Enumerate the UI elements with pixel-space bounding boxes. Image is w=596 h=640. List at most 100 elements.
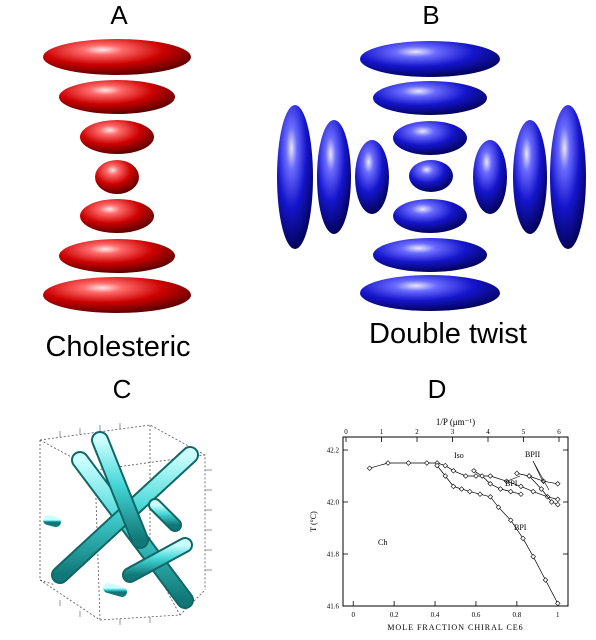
y-axis-label: T (°C) xyxy=(309,511,318,532)
cholesteric-ellipsoid xyxy=(80,199,154,233)
double-twist-cross xyxy=(277,41,586,311)
x2-tick-label: 0 xyxy=(344,428,348,436)
data-point xyxy=(385,460,391,466)
y-tick-label: 42.2 xyxy=(327,447,340,455)
x-tick-label: 0.6 xyxy=(472,611,481,619)
data-point xyxy=(555,600,561,607)
tube xyxy=(43,515,61,527)
double-twist-ellipsoid xyxy=(550,105,586,249)
data-point xyxy=(458,486,465,492)
data-point xyxy=(434,462,440,469)
blue-phase-lattice xyxy=(39,423,212,625)
region-label: BPII xyxy=(525,450,540,459)
data-point xyxy=(520,535,526,542)
y-tick-label: 42.0 xyxy=(327,499,340,507)
region-label: BPI xyxy=(505,479,518,488)
data-point xyxy=(548,499,555,505)
cholesteric-ellipsoid xyxy=(43,39,191,75)
data-point xyxy=(555,481,561,487)
data-point xyxy=(424,460,430,466)
double-twist-ellipsoid xyxy=(473,140,507,214)
data-point xyxy=(508,517,514,523)
data-point xyxy=(473,473,479,479)
data-point xyxy=(555,501,561,508)
data-point xyxy=(530,488,536,495)
data-point xyxy=(405,460,412,466)
data-point xyxy=(530,553,536,560)
phase-boundary-line xyxy=(528,475,558,505)
double-twist-ellipsoid xyxy=(393,121,467,155)
cholesteric-ellipsoid xyxy=(59,80,175,114)
cholesteric-ellipsoid xyxy=(95,160,139,194)
x2-tick-label: 2 xyxy=(415,428,419,436)
panel-letter-c: C xyxy=(112,374,132,404)
data-point xyxy=(477,491,483,497)
x2-axis-label: 1/P (μm⁻¹) xyxy=(436,417,475,427)
x2-tick-label: 4 xyxy=(486,428,490,436)
double-twist-ellipsoid xyxy=(373,81,487,115)
data-point xyxy=(442,462,448,469)
data-point xyxy=(555,496,561,503)
region-label: Ch xyxy=(378,538,387,547)
data-point xyxy=(487,481,493,487)
tube xyxy=(150,500,180,530)
panel-letter-a: A xyxy=(110,0,128,30)
cholesteric-stack xyxy=(43,39,191,313)
region-label: Iso xyxy=(454,451,464,460)
x2-tick-label: 5 xyxy=(522,428,526,436)
caption-cholesteric: Cholesteric xyxy=(45,331,191,363)
data-point xyxy=(479,473,485,479)
data-point xyxy=(463,473,469,479)
double-twist-tubes xyxy=(43,431,199,609)
double-twist-ellipsoid xyxy=(277,105,313,249)
lattice-tick-marks xyxy=(59,423,212,625)
leader-line xyxy=(504,475,521,483)
data-point xyxy=(518,491,524,497)
leader-line xyxy=(532,460,550,491)
caption-double-twist: Double twist xyxy=(369,318,527,350)
region-label: BPI xyxy=(514,523,527,532)
data-point xyxy=(467,488,473,495)
cholesteric-ellipsoid xyxy=(43,277,191,313)
double-twist-ellipsoid xyxy=(373,238,487,272)
data-point xyxy=(471,468,477,474)
panel-letter-d: D xyxy=(427,374,447,404)
data-point xyxy=(514,470,520,477)
x2-tick-label: 1 xyxy=(380,428,384,436)
cholesteric-ellipsoid xyxy=(80,120,154,154)
data-point xyxy=(487,494,493,500)
phase-boundary-line xyxy=(369,462,558,500)
data-point xyxy=(366,465,373,471)
tube xyxy=(124,539,191,581)
axis-ticks xyxy=(343,437,568,607)
panel-letter-b: B xyxy=(422,0,440,30)
data-point xyxy=(495,504,502,510)
x-axis-label: MOLE FRACTION CHIRAL CE6 xyxy=(387,623,523,632)
plot-frame xyxy=(342,436,569,607)
y-tick-label: 41.6 xyxy=(327,603,340,611)
x-tick-label: 0.8 xyxy=(512,611,521,619)
chart-series xyxy=(366,460,561,607)
data-point xyxy=(538,486,545,492)
x-tick-label: 0.2 xyxy=(390,611,399,619)
x-tick-label: 1 xyxy=(556,611,560,619)
double-twist-ellipsoid xyxy=(393,199,467,233)
data-point xyxy=(526,473,532,479)
double-twist-ellipsoid xyxy=(360,41,500,77)
double-twist-ellipsoid xyxy=(409,160,453,192)
data-point xyxy=(450,483,457,490)
data-point xyxy=(450,468,457,474)
data-point xyxy=(542,577,549,583)
data-point xyxy=(508,488,514,495)
tube xyxy=(103,583,127,597)
y-tick-label: 41.8 xyxy=(327,551,340,559)
tube xyxy=(93,433,147,547)
cholesteric-ellipsoid xyxy=(59,239,175,273)
data-point xyxy=(518,483,524,490)
double-twist-ellipsoid xyxy=(317,120,351,234)
data-point xyxy=(487,473,493,479)
double-twist-ellipsoid xyxy=(360,275,500,311)
